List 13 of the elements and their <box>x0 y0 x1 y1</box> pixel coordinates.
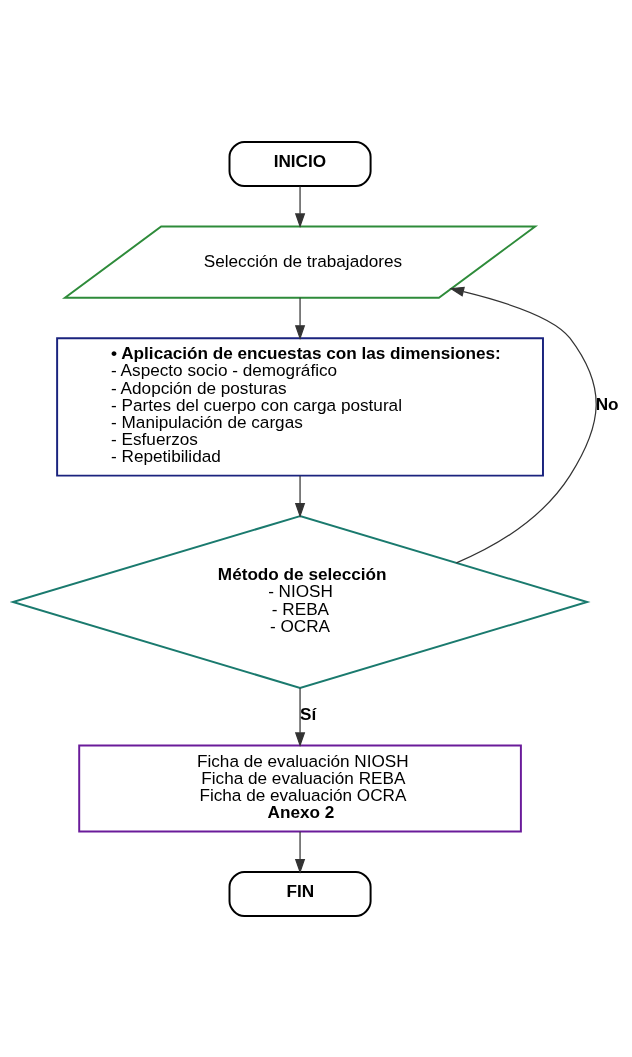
arrow <box>294 296 306 340</box>
edge-label: Sí <box>300 703 317 724</box>
edge-label: No <box>595 393 619 414</box>
node-box: • Aplicación de encuestas con las dimensiones: - Aspecto socio - demográfico - Adopción de posturas - Partes del cuerpo con carga postural - Manipulación de cargas - Esfuerzos - Repetibilidad <box>56 336 544 477</box>
node-box: Ficha de evaluación NIOSH Ficha de evaluación REBA Ficha de evaluación OCRA Anexo 2 <box>78 744 522 832</box>
node-box: FIN <box>228 870 372 917</box>
arrow <box>294 474 306 518</box>
arrow <box>294 185 306 228</box>
arrow <box>294 830 306 874</box>
node-diamond: Método de selección - NIOSH - REBA - OCRA <box>9 514 591 689</box>
arrow <box>294 687 306 747</box>
node-box: INICIO <box>228 140 372 187</box>
arrow <box>449 286 597 563</box>
